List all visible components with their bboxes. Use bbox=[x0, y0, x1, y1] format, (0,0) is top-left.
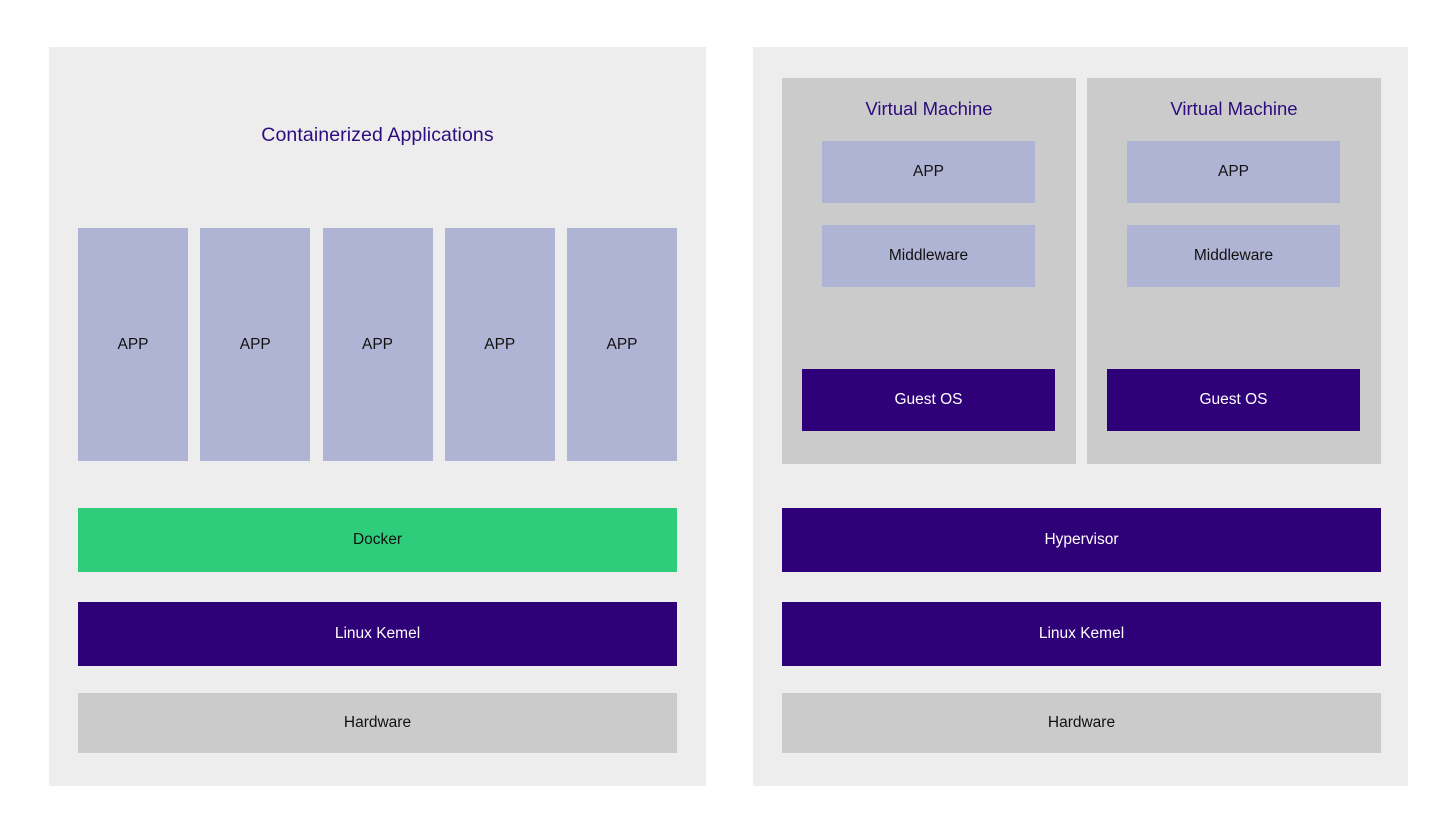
container-app-label: APP bbox=[239, 335, 271, 353]
hardware-layer-right: Hardware bbox=[782, 693, 1381, 753]
containerized-applications-title: Containerized Applications bbox=[261, 124, 494, 146]
vm-app-label: APP bbox=[1217, 163, 1249, 180]
virtual-machine-box: Virtual Machine APP Middleware Guest OS bbox=[1087, 78, 1381, 464]
virtual-machine-title: Virtual Machine bbox=[865, 98, 993, 119]
vm-app-label: APP bbox=[912, 163, 944, 180]
vm-app-box: APP bbox=[822, 141, 1035, 203]
vm-guest-os-label: Guest OS bbox=[894, 391, 963, 408]
container-app-box: APP bbox=[200, 228, 311, 461]
container-app-box: APP bbox=[567, 228, 677, 461]
hardware-layer-left: Hardware bbox=[78, 693, 677, 753]
vm-guest-os-label: Guest OS bbox=[1199, 391, 1268, 408]
linux-kernel-layer-right: Linux Kemel bbox=[782, 602, 1381, 666]
hardware-layer-label: Hardware bbox=[343, 714, 412, 731]
hypervisor-layer-label: Hypervisor bbox=[1044, 531, 1119, 548]
docker-layer-label: Docker bbox=[352, 531, 403, 548]
vm-middleware-box: Middleware bbox=[822, 225, 1035, 287]
vm-middleware-box: Middleware bbox=[1127, 225, 1340, 287]
vm-middleware-label: Middleware bbox=[888, 247, 969, 264]
linux-kernel-layer-left: Linux Kemel bbox=[78, 602, 677, 666]
virtual-machine-architecture-panel: Virtual Machine APP Middleware Guest OS … bbox=[753, 47, 1408, 786]
container-app-row: APP APP APP APP APP bbox=[78, 228, 677, 461]
container-architecture-panel: Containerized Applications APP APP APP A… bbox=[49, 47, 706, 786]
linux-kernel-layer-label: Linux Kemel bbox=[334, 625, 421, 642]
vm-app-box: APP bbox=[1127, 141, 1340, 203]
container-app-label: APP bbox=[117, 335, 149, 353]
vm-guest-os-box: Guest OS bbox=[802, 369, 1055, 431]
container-app-box: APP bbox=[444, 228, 555, 461]
container-app-box: APP bbox=[322, 228, 433, 461]
hardware-layer-label: Hardware bbox=[1047, 714, 1116, 731]
virtual-machine-title: Virtual Machine bbox=[1170, 98, 1298, 119]
docker-layer: Docker bbox=[78, 508, 677, 572]
container-app-box: APP bbox=[78, 228, 188, 461]
container-app-label: APP bbox=[361, 335, 393, 353]
container-app-label: APP bbox=[484, 335, 516, 353]
virtual-machine-box: Virtual Machine APP Middleware Guest OS bbox=[782, 78, 1076, 464]
virtual-machine-row: Virtual Machine APP Middleware Guest OS … bbox=[782, 78, 1381, 464]
linux-kernel-layer-label: Linux Kemel bbox=[1038, 625, 1125, 642]
hypervisor-layer: Hypervisor bbox=[782, 508, 1381, 572]
vm-middleware-label: Middleware bbox=[1193, 247, 1274, 264]
vm-guest-os-box: Guest OS bbox=[1107, 369, 1360, 431]
container-app-label: APP bbox=[606, 335, 638, 353]
